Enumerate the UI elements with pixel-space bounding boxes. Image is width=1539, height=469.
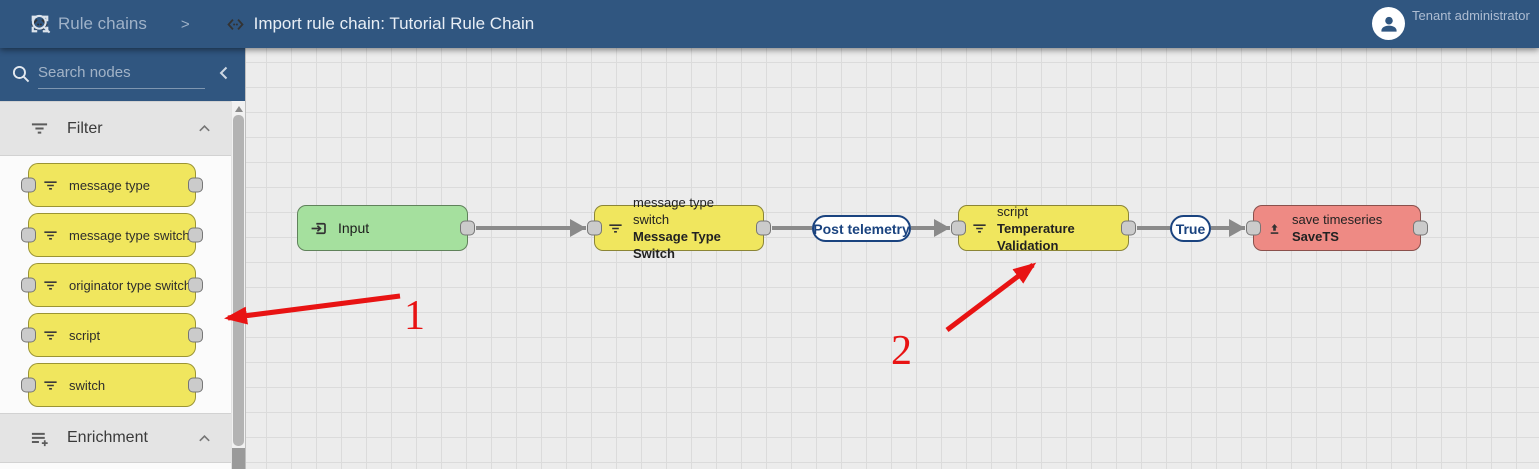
upload-icon xyxy=(1266,220,1283,237)
filter-node-list: message type message type switch origina… xyxy=(0,156,245,407)
edge-switch-to-label[interactable] xyxy=(772,226,812,230)
filter-list-icon xyxy=(42,377,59,394)
node-template-label: switch xyxy=(69,377,106,393)
edge-label-to-script[interactable] xyxy=(911,226,950,230)
node-name-label: Message Type Switch xyxy=(633,229,721,261)
section-label: Filter xyxy=(67,119,103,137)
user-role-label: Tenant administrator xyxy=(1412,8,1530,23)
node-library-sidebar: Filter message type message type switch xyxy=(0,48,246,469)
node-template-label: script xyxy=(69,327,101,343)
node-label: Input xyxy=(338,220,370,236)
canvas-node-message-type-switch[interactable]: message type switch Message Type Switch xyxy=(587,195,771,261)
edge-arrowhead-icon xyxy=(1229,219,1245,237)
breadcrumb-separator: > xyxy=(180,15,190,33)
filter-list-icon xyxy=(29,118,50,139)
rule-chain-canvas[interactable]: Post telemetry True Input message type s… xyxy=(246,48,1539,469)
node-port-right[interactable] xyxy=(188,227,203,243)
collapse-sidebar-button[interactable] xyxy=(216,65,232,81)
node-port-right[interactable] xyxy=(188,277,203,293)
edge-input-to-switch[interactable] xyxy=(476,226,586,230)
account-icon xyxy=(1378,13,1400,35)
section-label: Enrichment xyxy=(67,429,148,446)
user-avatar[interactable] xyxy=(1372,7,1405,40)
scroll-up-arrow-icon[interactable] xyxy=(235,106,243,112)
node-template-switch[interactable]: switch xyxy=(21,363,203,407)
node-port-left[interactable] xyxy=(951,220,966,236)
page-title: Import rule chain: Tutorial Rule Chain xyxy=(253,14,535,33)
node-name-label: SaveTS xyxy=(1292,229,1339,244)
sidebar-section-filter[interactable]: Filter xyxy=(0,101,245,156)
node-port-left[interactable] xyxy=(21,277,36,293)
node-port-left[interactable] xyxy=(587,220,602,236)
edge-script-to-label[interactable] xyxy=(1137,226,1170,230)
breadcrumb-current-page: Import rule chain: Tutorial Rule Chain xyxy=(226,14,535,34)
edge-label-to-save[interactable] xyxy=(1211,226,1245,230)
rule-chain-icon xyxy=(226,15,245,34)
chevron-up-icon[interactable] xyxy=(197,431,212,446)
breadcrumb-root-label[interactable]: Rule chains xyxy=(58,14,147,33)
sidebar-scrollbar[interactable] xyxy=(231,101,245,469)
node-type-label: save timeseries xyxy=(1292,212,1383,227)
canvas-node-temperature-validation[interactable]: script Temperature Validation xyxy=(951,203,1136,253)
node-template-label: message type xyxy=(69,177,150,193)
node-template-script[interactable]: script xyxy=(21,313,203,357)
node-port-right[interactable] xyxy=(1121,220,1136,236)
app-header: Rule chains > Import rule chain: Tutoria… xyxy=(0,0,1539,48)
node-name-label: Temperature Validation xyxy=(997,220,1075,253)
node-port-right[interactable] xyxy=(188,377,203,393)
node-template-message-type[interactable]: message type xyxy=(21,163,203,207)
fullscreen-icon xyxy=(30,14,50,34)
node-port-right[interactable] xyxy=(1413,220,1428,236)
search-nodes-input[interactable] xyxy=(38,61,205,89)
node-port-right[interactable] xyxy=(188,177,203,193)
sidebar-section-enrichment[interactable]: Enrichment xyxy=(0,413,245,463)
filter-list-icon xyxy=(607,220,624,237)
fullscreen-button[interactable] xyxy=(30,0,50,48)
node-type-label: script xyxy=(997,203,1029,219)
filter-list-icon xyxy=(971,220,988,237)
node-port-left[interactable] xyxy=(21,377,36,393)
node-port-left[interactable] xyxy=(21,327,36,343)
chevron-up-icon[interactable] xyxy=(197,121,212,136)
scrollbar-end xyxy=(232,448,245,469)
link-label-post-telemetry[interactable]: Post telemetry xyxy=(812,215,911,242)
node-port-left[interactable] xyxy=(1246,220,1261,236)
node-template-label: originator type switch xyxy=(69,277,192,293)
node-port-right[interactable] xyxy=(756,220,771,236)
link-label-true[interactable]: True xyxy=(1170,215,1211,242)
scrollbar-thumb[interactable] xyxy=(233,115,244,446)
node-template-label: message type switch xyxy=(69,227,190,243)
edge-arrowhead-icon xyxy=(934,219,950,237)
filter-list-icon xyxy=(42,277,59,294)
canvas-node-input[interactable]: Input xyxy=(297,205,475,251)
node-port-right[interactable] xyxy=(188,327,203,343)
edge-arrowhead-icon xyxy=(570,219,586,237)
annotation-number-1: 1 xyxy=(404,293,425,339)
node-template-message-type-switch[interactable]: message type switch xyxy=(21,213,203,257)
playlist-add-icon xyxy=(29,428,50,449)
search-icon xyxy=(11,64,31,84)
input-icon xyxy=(310,219,329,238)
filter-list-icon xyxy=(42,227,59,244)
node-port-left[interactable] xyxy=(21,177,36,193)
node-port-left[interactable] xyxy=(21,227,36,243)
filter-list-icon xyxy=(42,327,59,344)
node-template-originator-type-switch[interactable]: originator type switch xyxy=(21,263,203,307)
canvas-node-savets[interactable]: save timeseries SaveTS xyxy=(1246,205,1428,251)
node-type-label: message type switch xyxy=(633,195,714,227)
node-search-bar xyxy=(0,48,245,101)
annotation-number-2: 2 xyxy=(891,328,912,374)
filter-list-icon xyxy=(42,177,59,194)
node-port-right[interactable] xyxy=(460,220,475,236)
